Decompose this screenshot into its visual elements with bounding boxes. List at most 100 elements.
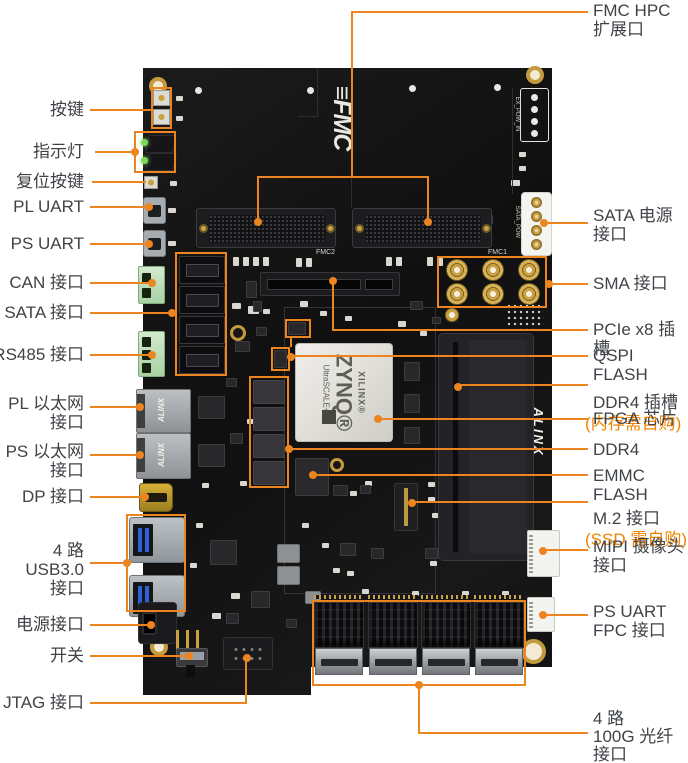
callout-box-ddr4: [249, 376, 289, 488]
board-component: [410, 301, 423, 310]
sma-connector-small: [445, 308, 459, 322]
annotation-dot: [545, 280, 553, 288]
board-component: [340, 543, 356, 556]
board-component: [277, 544, 300, 563]
board-component: [307, 87, 314, 94]
board-component: [398, 321, 406, 327]
annotation-line: [315, 474, 588, 476]
header-pin: [196, 630, 199, 650]
annotation-line: [90, 655, 187, 657]
board-component: [362, 589, 369, 594]
board-component: [300, 301, 308, 307]
board-component: [240, 481, 247, 486]
annotation-line: [90, 109, 152, 111]
board-component: [256, 327, 267, 336]
sma-connector: [518, 259, 540, 281]
board-component: [306, 258, 312, 267]
board-component: [263, 309, 270, 314]
board-component: [360, 485, 371, 494]
annotation-line: [257, 176, 429, 178]
annotation-line: [547, 614, 588, 616]
board-component: [430, 561, 437, 566]
annotation-line: [351, 11, 353, 177]
board-component: [404, 427, 420, 444]
board-component: [420, 331, 427, 336]
board-component: [296, 258, 302, 267]
board-component: [263, 257, 269, 266]
annotation-line: [460, 384, 588, 386]
qspi-flash-chip: [288, 322, 306, 335]
annotation-line: [352, 11, 588, 13]
label-qspi: QSPI FLASH: [593, 346, 648, 384]
board-component: [286, 619, 297, 628]
annotation-line: [90, 624, 149, 626]
label-pl-eth: PL 以太网 接口: [8, 394, 84, 432]
board-component: [519, 166, 526, 171]
power-jack: [138, 602, 177, 644]
annotation-dot: [136, 403, 144, 411]
annotation-line: [90, 406, 139, 408]
annotation-line: [427, 176, 429, 223]
label-ddr4-slot: DDR4 插槽 (内存需自购): [585, 371, 681, 455]
board-component: [512, 88, 513, 194]
annotation-dot: [540, 219, 548, 227]
fpga-chip: XILINX® ZYNQ® UltraSCALE+™: [295, 343, 393, 442]
board-component: [232, 303, 241, 309]
qsfp-cage: [474, 602, 524, 675]
header-pin: [186, 630, 189, 650]
switch-lever: [186, 665, 195, 677]
board-component: [195, 87, 202, 94]
label-dp: DP 接口: [21, 487, 84, 506]
annotation-line: [418, 732, 588, 734]
qspi-flash-chip: [274, 350, 287, 368]
sma-connector: [446, 283, 468, 305]
label-ddr4-slot-text: DDR4 插槽: [593, 393, 679, 412]
label-power: 电源接口: [16, 615, 84, 634]
rj45-brand-text: ALINX: [157, 398, 166, 422]
board-component: [365, 481, 372, 486]
dp-connector: [139, 483, 173, 512]
annotation-line: [332, 281, 334, 330]
annotation-line: [548, 222, 588, 224]
label-jtag: JTAG 接口: [3, 693, 84, 712]
annotation-line: [95, 151, 135, 153]
board-component: [368, 595, 418, 599]
callout-box-usb: [126, 514, 186, 612]
board-component: [277, 566, 300, 585]
board-component: [168, 208, 176, 213]
board-component: [347, 571, 354, 576]
qsfp-cage: [421, 602, 471, 675]
board-component: [409, 85, 416, 92]
label-m2-note: (SSD 需自购): [585, 530, 687, 549]
annotation-line: [547, 549, 588, 551]
annotation-line: [414, 501, 588, 503]
ddr4-chip: [253, 461, 285, 485]
label-fmc-hpc: FMC HPC 扩展口: [593, 1, 671, 39]
ddr4-sodimm-slot: [438, 333, 534, 561]
board-component: [302, 523, 309, 528]
annotation-dot: [145, 240, 153, 248]
annotation-line: [90, 312, 170, 314]
board-component: [437, 257, 443, 266]
fmc-pin-field: [209, 215, 325, 243]
sma-connector: [518, 283, 540, 305]
fpga-die-mark: [322, 410, 336, 424]
board-component: [330, 458, 344, 472]
board-component: [235, 341, 250, 352]
ddr4-chip: [253, 380, 285, 404]
label-usb3: 4 路 USB3.0 接口: [25, 541, 84, 598]
sma-connector: [482, 259, 504, 281]
ddr4-chip: [253, 434, 285, 458]
board-component: [371, 548, 384, 559]
label-buttons: 按键: [50, 100, 84, 119]
board-component: [386, 257, 392, 266]
board-component: [243, 257, 249, 266]
annotation-line: [90, 354, 150, 356]
annotation-dot: [329, 277, 337, 285]
board-component: [176, 116, 183, 121]
annotation-line: [293, 355, 588, 357]
rj45-brand-text: ALINX: [157, 443, 166, 467]
m2-slot: [394, 483, 418, 531]
led-glow: [141, 157, 148, 164]
pl-ethernet-port: [136, 389, 191, 433]
